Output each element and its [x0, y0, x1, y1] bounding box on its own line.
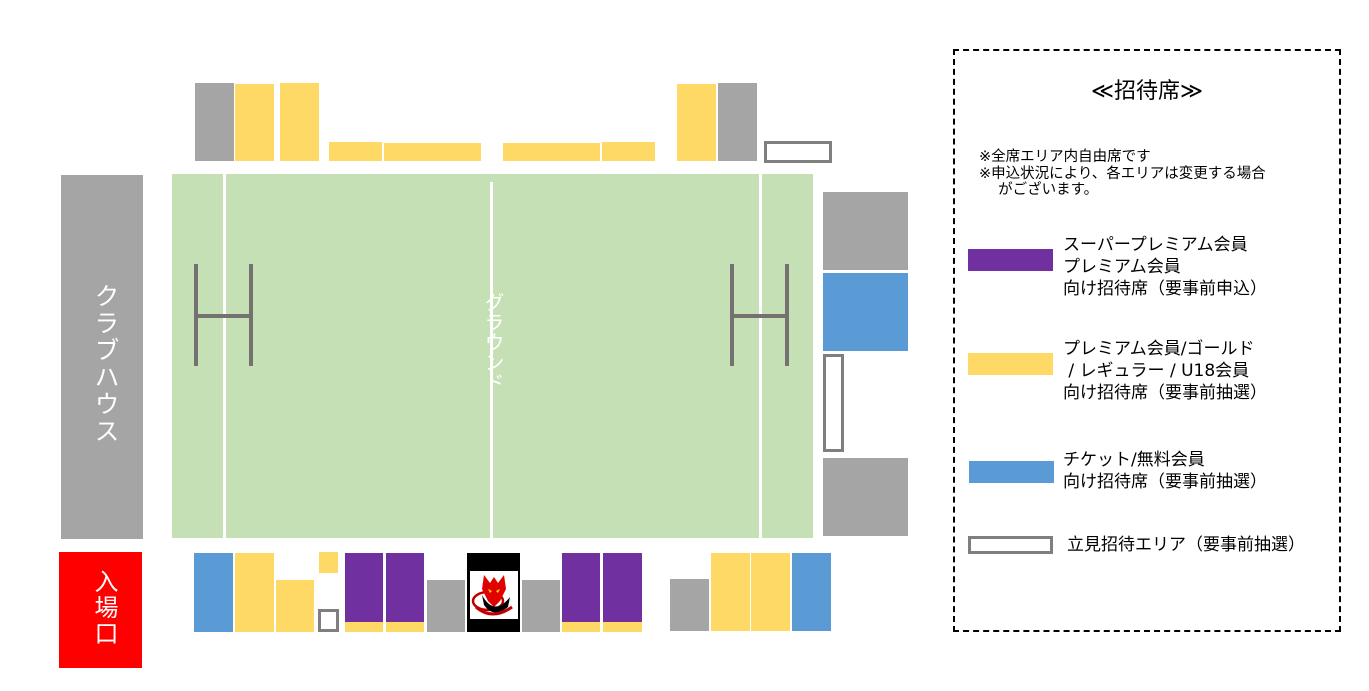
legend-label-yellow: プレミアム会員/ゴールド / レギュラー / U18会員 向け招待席（要事前抽選… [1063, 339, 1267, 403]
seat-block-bottom-yellow-5[interactable] [751, 553, 790, 631]
standing-area-right[interactable] [823, 354, 844, 452]
legend-note-2: ※申込状況により、各エリアは変更する場合 がございます。 [979, 166, 1266, 198]
seat-block-top-yellow-6[interactable] [602, 142, 655, 161]
legend-label-standing: 立見招待エリア（要事前抽選） [1067, 535, 1305, 555]
seat-block-top-yellow-5[interactable] [503, 143, 600, 161]
ground-label: グラウンド [481, 292, 505, 392]
seat-block-top-yellow-3[interactable] [329, 142, 382, 161]
seat-block-bottom-blue-2[interactable] [792, 553, 831, 631]
seat-block-bottom-yellow-4[interactable] [711, 553, 750, 631]
seat-block-bottom-purple-3[interactable] [562, 553, 600, 632]
clubhouse: クラブハウス [61, 175, 143, 539]
rugby-field: グラウンド [172, 174, 813, 538]
seat-block-bottom-purple-4[interactable] [603, 553, 642, 632]
wolf-emblem-icon [471, 575, 513, 616]
seat-block-bottom-yellow-1[interactable] [235, 553, 274, 632]
legend-title: ≪招待席≫ [1090, 79, 1204, 104]
seat-block-top-yellow-4[interactable] [384, 143, 481, 161]
seat-block-bottom-purple-4-yellow-strip [603, 622, 642, 632]
seat-block-bottom-purple-1[interactable] [345, 553, 383, 632]
seat-block-top-yellow-7[interactable] [677, 84, 716, 161]
seat-block-bottom-purple-3-yellow-strip [562, 622, 600, 632]
seat-block-top-gray-1[interactable] [195, 83, 234, 161]
legend-panel: ≪招待席≫ ※全席エリア内自由席です ※申込状況により、各エリアは変更する場合 … [953, 49, 1341, 632]
entrance-label: 入場口 [90, 569, 118, 647]
team-logo [467, 553, 520, 632]
legend-swatch-blue [969, 461, 1054, 483]
seat-block-bottom-purple-1-yellow-strip [345, 622, 383, 632]
seat-block-right-blue[interactable] [823, 273, 908, 351]
seat-block-top-yellow-1[interactable] [235, 84, 274, 161]
standing-area-top[interactable] [764, 141, 832, 163]
try-line-right [759, 174, 762, 538]
seat-block-bottom-yellow-2[interactable] [276, 580, 314, 632]
halfway-line [490, 182, 493, 538]
seat-block-bottom-purple-2[interactable] [386, 553, 424, 632]
clubhouse-label: クラブハウス [91, 283, 120, 445]
seat-block-top-gray-2[interactable] [718, 83, 757, 161]
entrance[interactable]: 入場口 [59, 552, 142, 668]
seat-block-bottom-gray-2[interactable] [522, 580, 560, 632]
try-line-left [223, 174, 226, 538]
legend-swatch-purple [968, 249, 1053, 271]
seat-block-bottom-yellow-3[interactable] [319, 552, 338, 573]
legend-swatch-standing [968, 536, 1053, 554]
legend-note-1: ※全席エリア内自由席です [979, 149, 1151, 165]
standing-area-bottom[interactable] [318, 609, 339, 632]
legend-label-blue: チケット/無料会員 向け招待席（要事前抽選） [1063, 450, 1267, 492]
seat-block-top-yellow-2[interactable] [280, 83, 319, 161]
legend-swatch-yellow [968, 353, 1053, 375]
seat-block-right-gray-1[interactable] [823, 192, 908, 270]
seat-block-bottom-blue-1[interactable] [194, 553, 233, 632]
seat-block-bottom-gray-1[interactable] [427, 580, 465, 632]
seat-block-bottom-purple-2-yellow-strip [386, 622, 424, 632]
seat-block-bottom-gray-3[interactable] [670, 579, 709, 631]
legend-label-purple: スーパープレミアム会員 プレミアム会員 向け招待席（要事前申込） [1063, 235, 1267, 299]
seat-block-right-gray-2[interactable] [823, 458, 908, 536]
